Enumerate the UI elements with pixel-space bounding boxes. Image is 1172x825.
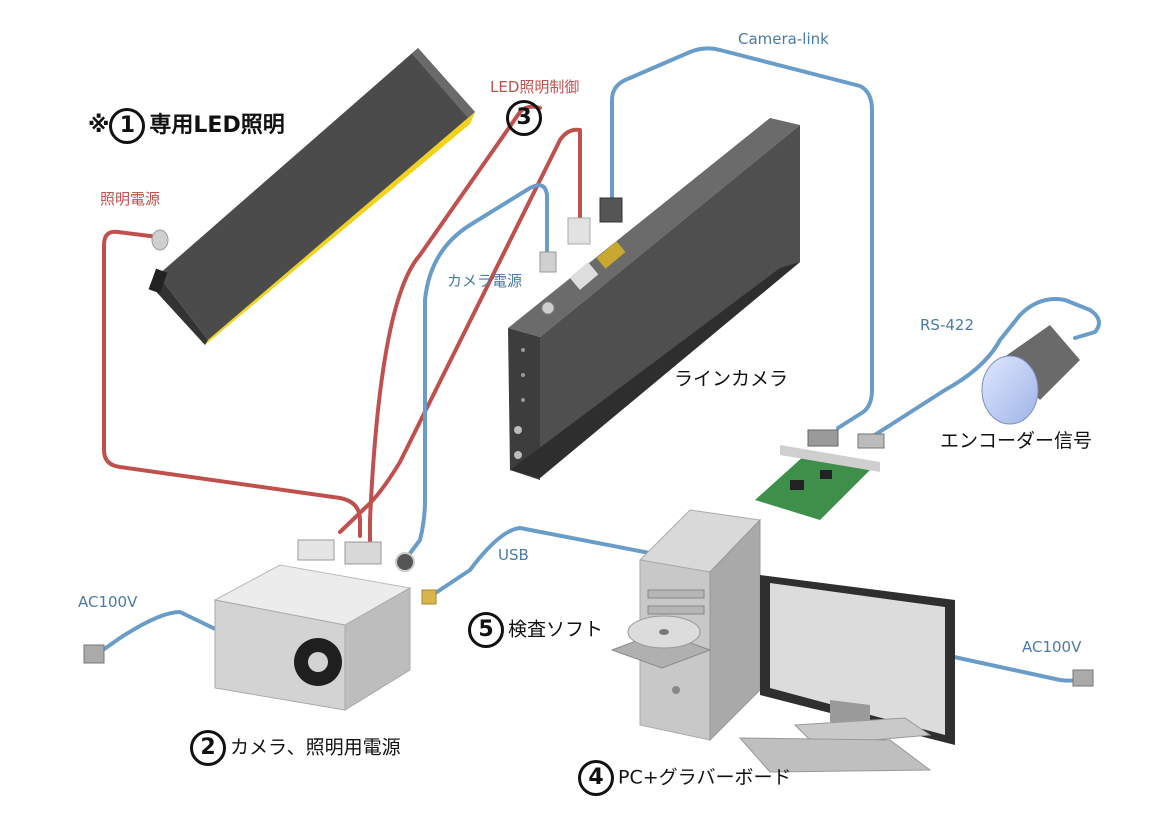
ac-plug-left (83, 644, 105, 664)
software-title: 検査ソフト (508, 618, 604, 641)
number-badge-4: 4 (578, 760, 614, 796)
encoder (981, 325, 1080, 425)
usb-dongle (421, 589, 437, 605)
pc-title: PC+グラバーボード (618, 766, 792, 789)
pc-tower (610, 509, 762, 742)
cables (98, 46, 1101, 683)
encoder-label: エンコーダー信号 (940, 430, 1093, 452)
grabber-board (755, 429, 885, 520)
ac-right-label: AC100V (1022, 638, 1082, 656)
line-camera (508, 118, 800, 480)
led-control-number: 3 (506, 100, 546, 136)
camera-power-label: カメラ電源 (447, 272, 523, 290)
camera-link-label: Camera-link (738, 30, 829, 48)
reference-mark: ※ (88, 113, 110, 138)
ac-plug-right (1072, 669, 1094, 687)
light-power-cable (102, 229, 362, 538)
line-camera-label: ラインカメラ (674, 368, 789, 390)
ac-left-cable (98, 610, 240, 654)
ac-right-cable (943, 653, 1082, 683)
led-light-bar (148, 48, 475, 345)
number-badge-5: 5 (468, 612, 504, 648)
led-light-title: 専用LED照明 (149, 113, 285, 138)
power-unit (213, 539, 415, 711)
monitor (738, 575, 955, 773)
rs422-cable (868, 297, 1101, 440)
rs422-label: RS-422 (920, 316, 974, 334)
number-badge-3: 3 (506, 100, 542, 136)
camera-power-cable (403, 183, 549, 562)
ac-left-label: AC100V (78, 593, 138, 611)
led-control-label: LED照明制御 (490, 78, 580, 96)
usb-cable (426, 526, 662, 600)
number-badge-2: 2 (190, 730, 226, 766)
number-badge-1: 1 (109, 108, 146, 144)
usb-label: USB (498, 546, 529, 564)
light-power-connector (151, 229, 169, 251)
light-power-label: 照明電源 (100, 190, 161, 208)
camera-link-cable (610, 46, 874, 430)
power-unit-title: カメラ、照明用電源 (230, 736, 401, 759)
